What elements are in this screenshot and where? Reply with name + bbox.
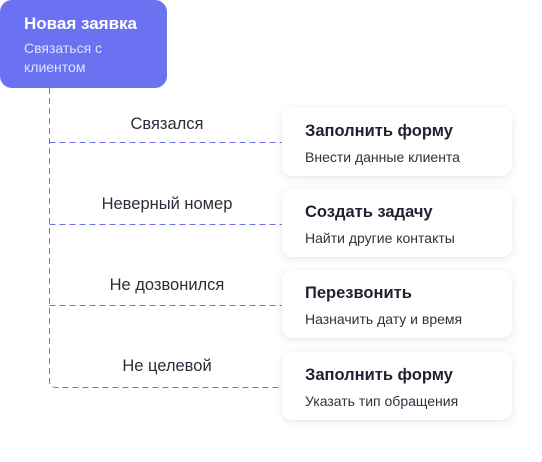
- branch-label-not-target: Не целевой: [122, 357, 212, 375]
- start-node-title: Новая заявка: [24, 14, 137, 33]
- action-card-fill-form-2: Заполнить форму Указать тип обращения: [282, 352, 512, 420]
- action-card-title: Заполнить форму: [305, 366, 453, 384]
- action-card-fill-form-1: Заполнить форму Внести данные клиента: [282, 108, 512, 176]
- branch-label-contacted: Связался: [130, 115, 204, 133]
- action-card-subtitle: Внести данные клиента: [305, 149, 460, 165]
- start-node-subtitle: Связаться с клиентом: [24, 40, 103, 75]
- start-node-new-request: Новая заявка Связаться с клиентом: [0, 0, 167, 88]
- action-card-subtitle: Назначить дату и время: [305, 311, 463, 327]
- action-card-call-back: Перезвонить Назначить дату и время: [282, 270, 512, 338]
- action-card-title: Перезвонить: [305, 284, 412, 302]
- action-card-title: Создать задачу: [305, 203, 433, 221]
- action-card-title: Заполнить форму: [305, 122, 453, 140]
- connector-trunk: [49, 88, 282, 388]
- action-card-subtitle: Указать тип обращения: [305, 393, 459, 409]
- branch-label-no-answer: Не дозвонился: [109, 276, 225, 294]
- action-card-subtitle: Найти другие контакты: [305, 230, 455, 246]
- action-card-create-task: Создать задачу Найти другие контакты: [282, 189, 512, 257]
- branch-label-wrong-number: Неверный номер: [101, 195, 233, 213]
